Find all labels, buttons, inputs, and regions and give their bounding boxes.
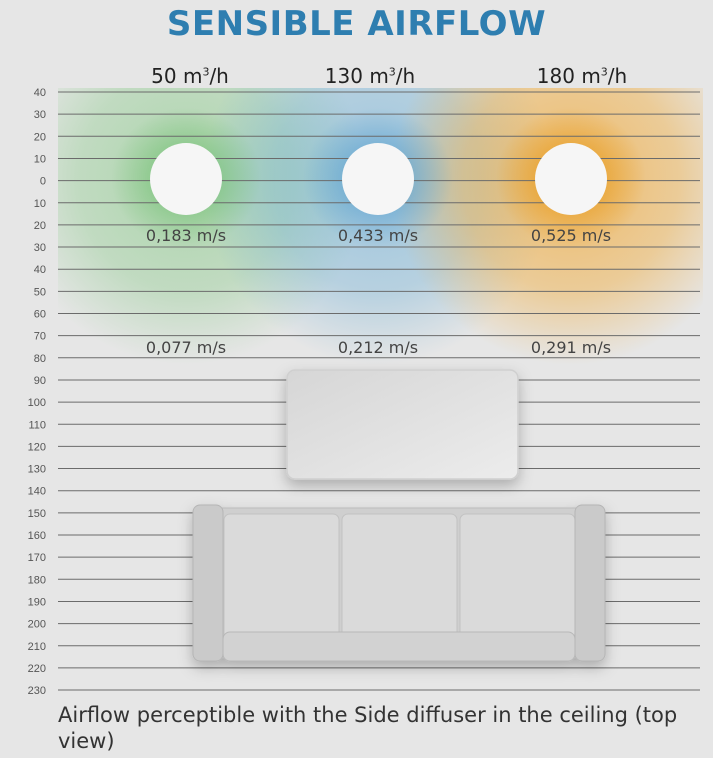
y-tick-label: 210 — [28, 641, 46, 653]
y-tick-label: 110 — [28, 419, 46, 431]
sofa-cushion-middle — [341, 513, 458, 640]
y-tick-label: 20 — [34, 220, 46, 232]
y-tick-label: 20 — [34, 131, 46, 143]
y-tick-label: 170 — [28, 552, 46, 564]
y-tick-label: 40 — [34, 87, 46, 99]
sofa-seat-front — [222, 631, 576, 662]
y-tick-label: 30 — [34, 109, 46, 121]
speed-near-130: 0,433 m/s — [338, 226, 418, 245]
diffuser-180 — [535, 143, 607, 215]
y-tick-label: 30 — [34, 242, 46, 254]
y-tick-label: 100 — [28, 397, 46, 409]
y-tick-label: 10 — [34, 198, 46, 210]
y-tick-label: 230 — [28, 685, 46, 697]
y-tick-label: 160 — [28, 530, 46, 542]
flow-label-130: 130 m3/h — [324, 64, 416, 88]
y-tick-label: 10 — [34, 153, 46, 165]
diffuser-130 — [342, 143, 414, 215]
airflow-zones — [58, 88, 703, 365]
flow-label-50: 50 m3/h — [151, 64, 229, 88]
speed-near-180: 0,525 m/s — [531, 226, 611, 245]
y-tick-label: 80 — [34, 353, 46, 365]
sofa-arm-left — [192, 504, 224, 662]
speed-far-50: 0,077 m/s — [146, 338, 226, 357]
y-tick-label: 140 — [28, 486, 46, 498]
y-tick-label: 40 — [34, 264, 46, 276]
y-tick-label: 0 — [40, 176, 46, 188]
diffuser-50 — [150, 143, 222, 215]
page-title: SENSIBLE AIRFLOW — [166, 4, 547, 44]
caption: Airflow perceptible with the Side diffus… — [58, 703, 678, 753]
y-tick-label: 50 — [34, 286, 46, 298]
y-tick-label: 220 — [28, 663, 46, 675]
sofa-cushion-right — [459, 513, 576, 640]
y-tick-label: 120 — [28, 441, 46, 453]
sofa-arm-right — [574, 504, 606, 662]
y-tick-label: 150 — [28, 508, 46, 520]
y-tick-label: 70 — [34, 331, 46, 343]
flow-label-180: 180 m3/h — [536, 64, 628, 88]
y-tick-label: 190 — [28, 596, 46, 608]
sofa-cushion-left — [223, 513, 340, 640]
speed-near-50: 0,183 m/s — [146, 226, 226, 245]
y-tick-label: 130 — [28, 464, 46, 476]
y-tick-label: 180 — [28, 574, 46, 586]
y-tick-label: 60 — [34, 309, 46, 321]
speed-far-130: 0,212 m/s — [338, 338, 418, 357]
sofa — [192, 504, 606, 662]
y-tick-label: 90 — [34, 375, 46, 387]
speed-far-180: 0,291 m/s — [531, 338, 611, 357]
coffee-table — [286, 369, 519, 480]
y-tick-label: 200 — [28, 619, 46, 631]
